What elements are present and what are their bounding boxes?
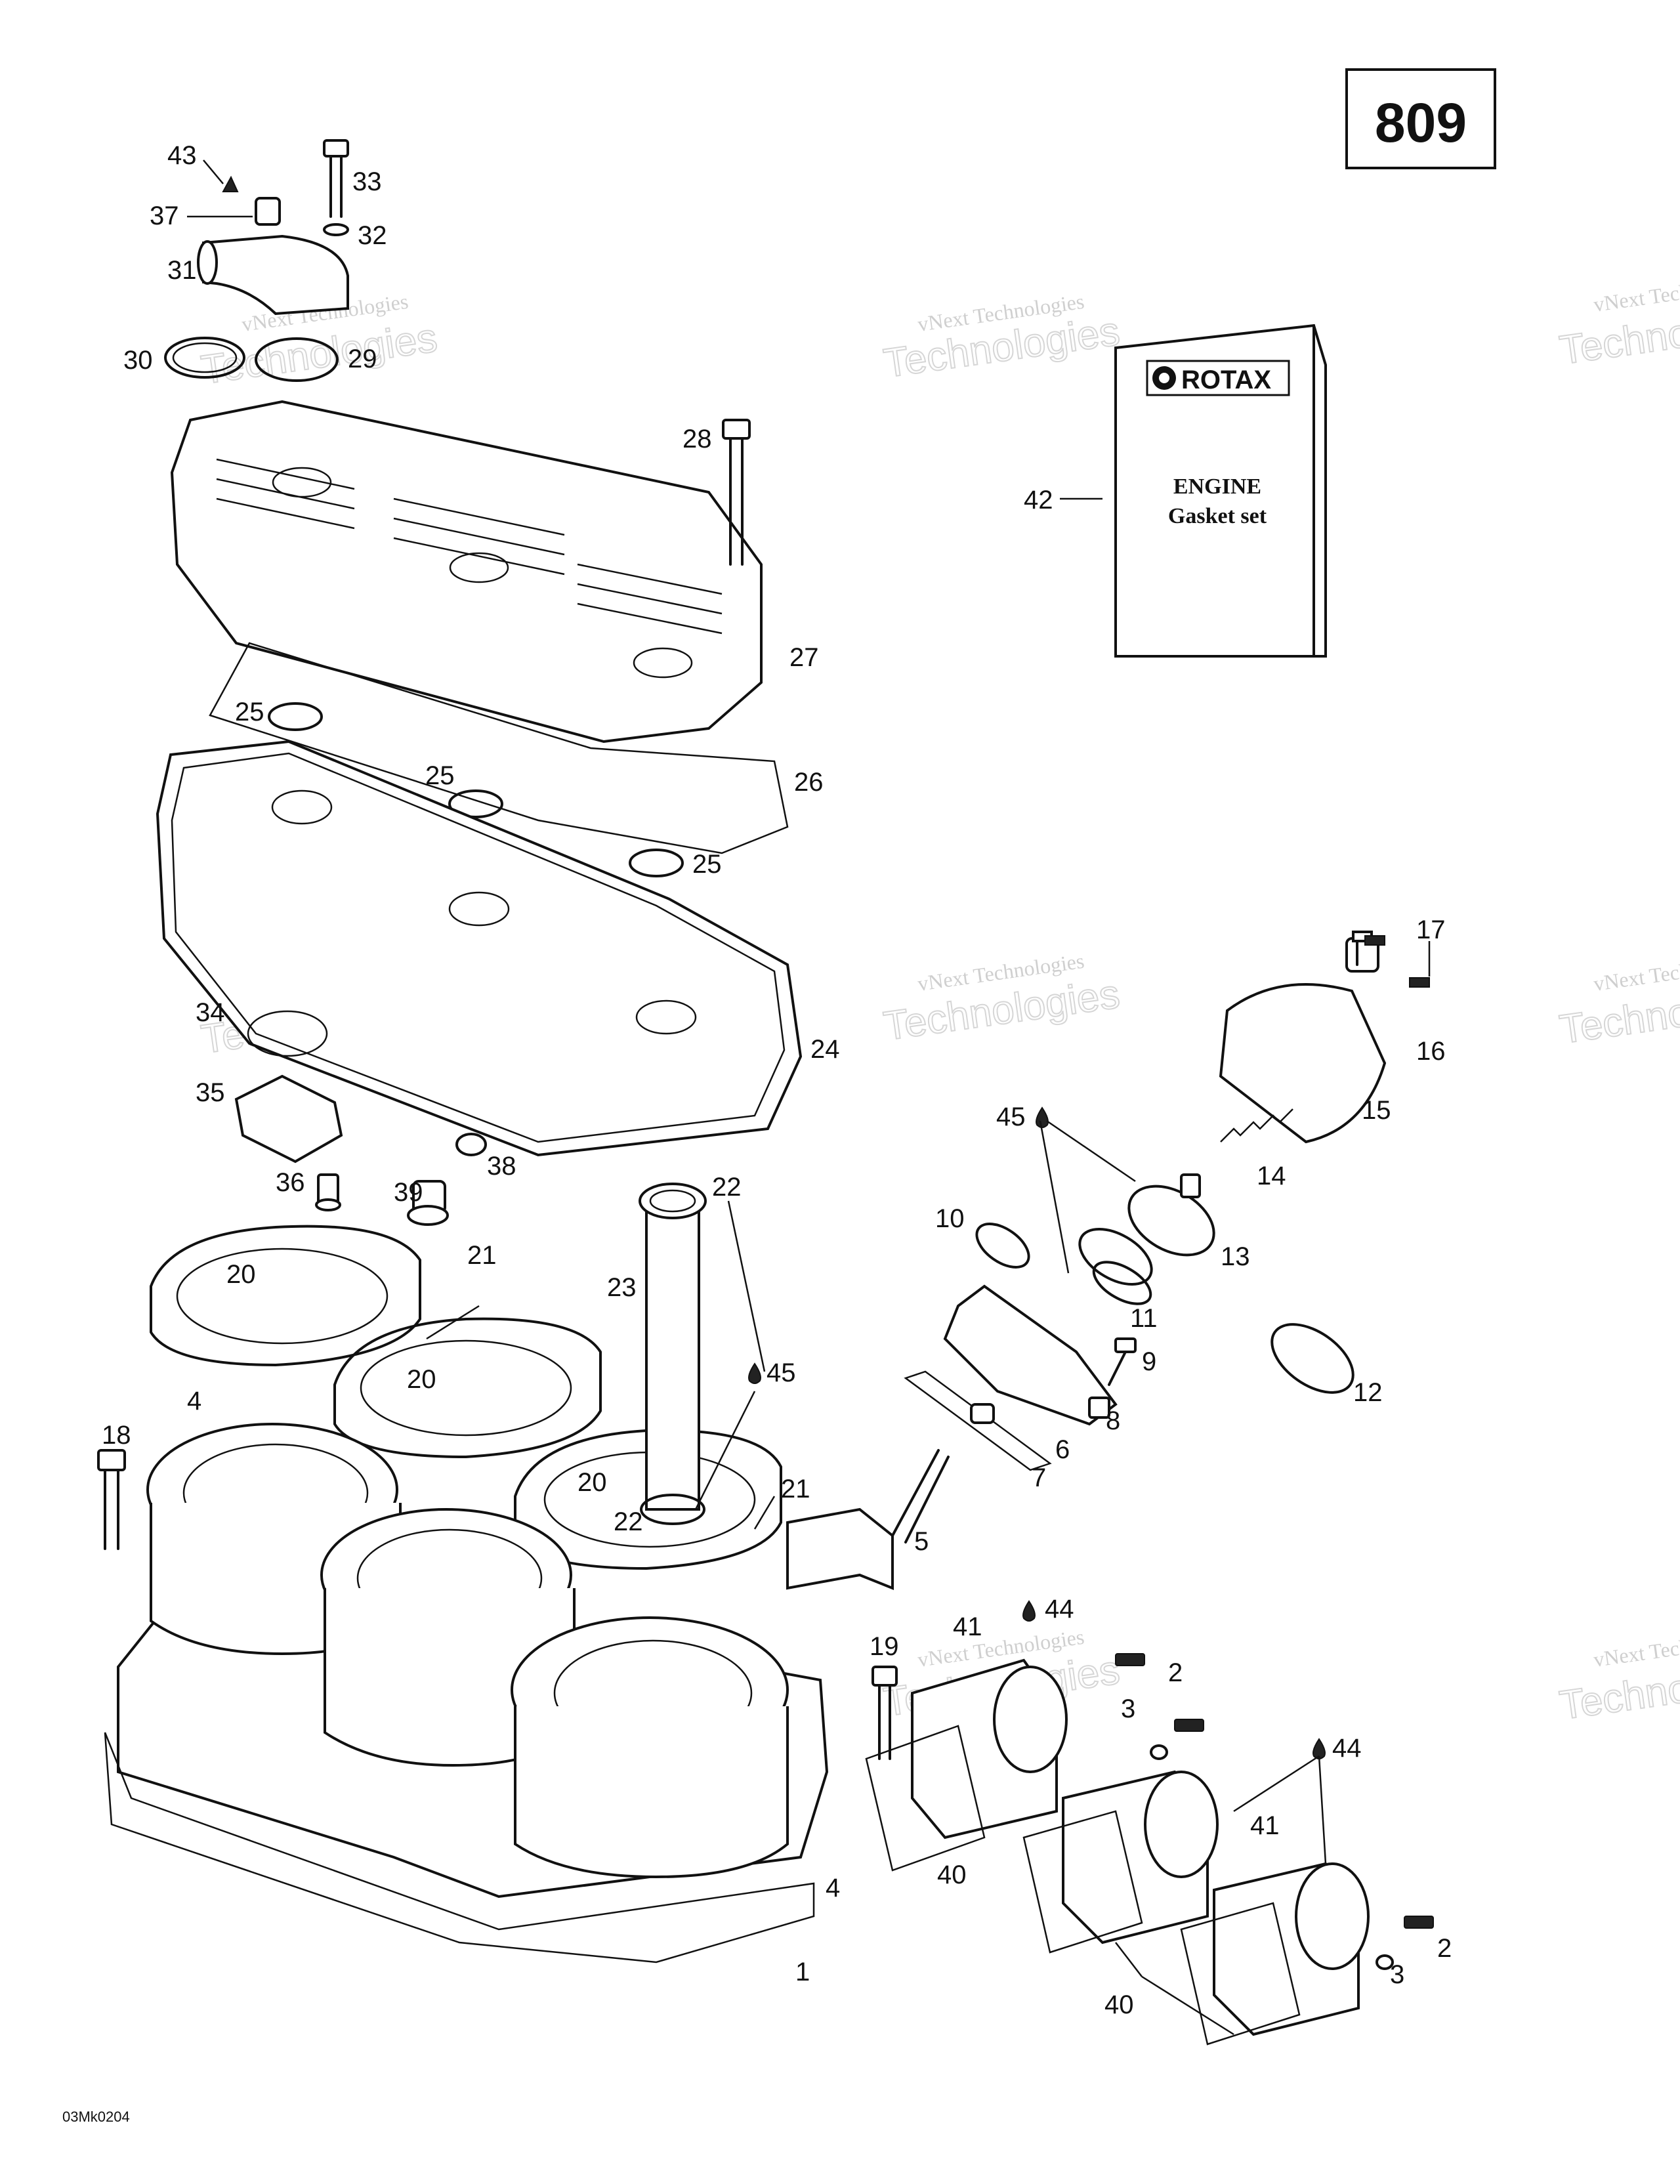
callout-label: 14 [1257, 1162, 1286, 1190]
callout-label: 8 [1106, 1406, 1120, 1435]
callout-label: 13 [1221, 1242, 1250, 1271]
callout-label: 3 [1390, 1960, 1404, 1989]
callout-label: 12 [1353, 1378, 1383, 1407]
callout-label: 26 [794, 768, 824, 797]
callout-label: 23 [607, 1273, 637, 1302]
sealant-drop-icon [1022, 1600, 1036, 1622]
callout-label: 5 [914, 1527, 929, 1556]
callout-label: 29 [348, 345, 377, 373]
callout-label: 40 [937, 1860, 967, 1889]
head-gaskets [150, 1225, 782, 1570]
callout-label: 32 [358, 221, 387, 250]
callout-label: 20 [407, 1365, 436, 1394]
callout-label: 3 [1121, 1694, 1135, 1723]
callout-label: 40 [1104, 1990, 1134, 2019]
cylinder-head-cover [170, 400, 763, 744]
callout-label: 6 [1055, 1435, 1070, 1464]
callout-label: 37 [150, 201, 179, 230]
callout-label: 45 [766, 1358, 796, 1387]
callout-label: 43 [167, 141, 197, 170]
kit-title: ENGINE [1173, 474, 1261, 499]
callout-label: 24 [810, 1035, 840, 1064]
thermostat-housing-group [164, 139, 349, 382]
callout-label: 10 [935, 1204, 965, 1233]
kit-brand: ROTAX [1181, 366, 1271, 394]
callout-label: 28 [682, 425, 712, 453]
page-number-box: 809 [1345, 68, 1496, 169]
water-pipe [639, 1183, 707, 1525]
watermark-text: vNext Technologies [1592, 949, 1680, 996]
cylinder-head [156, 740, 803, 1226]
callout-label: 45 [996, 1102, 1026, 1131]
intake-manifold-group [748, 1106, 1434, 2046]
callout-label: 25 [692, 850, 722, 879]
callout-label: 17 [1416, 915, 1446, 944]
leader-lines [187, 159, 1431, 2036]
callout-label: 38 [487, 1152, 516, 1181]
callout-label: 35 [196, 1078, 225, 1107]
callout-label: 11 [1130, 1304, 1158, 1333]
callout-label: 21 [467, 1241, 497, 1270]
head-cover-gasket [209, 642, 789, 877]
callout-label: 41 [1250, 1811, 1280, 1840]
callout-label: 15 [1362, 1096, 1391, 1125]
callout-label: 18 [102, 1421, 131, 1450]
callout-label: 31 [167, 256, 197, 285]
watermark-text: vNext Technologies [1592, 1625, 1680, 1671]
callout-label: 7 [1032, 1463, 1046, 1492]
callout-label: 30 [123, 346, 153, 375]
callout-label: 19 [870, 1632, 899, 1661]
engine-gasket-set-booklet: ROTAX ENGINE Gasket set [1114, 324, 1327, 658]
kit-subtitle: Gasket set [1168, 504, 1267, 528]
callout-label: 39 [394, 1178, 423, 1207]
callout-label: 41 [953, 1612, 982, 1641]
callout-label: 9 [1142, 1347, 1156, 1376]
document-code: 03Mk0204 [62, 2109, 130, 2125]
page-number: 809 [1375, 92, 1467, 154]
callout-label: 34 [196, 998, 225, 1027]
callout-label: 44 [1332, 1734, 1362, 1763]
callout-label: 16 [1416, 1037, 1446, 1066]
callout-label: 21 [781, 1475, 810, 1503]
sealant-drop-icon [1312, 1738, 1326, 1759]
callouts: 43 33 37 32 31 30 29 28 42 27 25 25 26 2… [102, 141, 1452, 2019]
watermark-text: vNext Technologies [1592, 270, 1680, 316]
callout-label: 20 [226, 1260, 256, 1289]
callout-label: 22 [614, 1507, 643, 1536]
callout-label: 20 [578, 1468, 607, 1497]
cylinder-block [97, 1423, 898, 1964]
rave-valve-group [786, 931, 1430, 1590]
callout-label: 44 [1045, 1595, 1074, 1624]
callout-label: 36 [276, 1168, 305, 1197]
callout-label: 25 [235, 698, 264, 726]
callout-label: 4 [826, 1874, 840, 1902]
callout-label: 2 [1437, 1934, 1452, 1963]
sealant-drop-icon [748, 1362, 761, 1384]
callout-label: 22 [712, 1173, 742, 1202]
sealant-drop-icon [1036, 1106, 1049, 1128]
callout-label: 4 [187, 1387, 201, 1416]
callout-label: 42 [1024, 486, 1053, 514]
callout-label: 33 [352, 167, 382, 196]
callout-label: 27 [789, 643, 819, 672]
callout-label: 2 [1168, 1658, 1183, 1687]
callout-label: 1 [795, 1958, 810, 1986]
callout-label: 25 [425, 761, 455, 790]
